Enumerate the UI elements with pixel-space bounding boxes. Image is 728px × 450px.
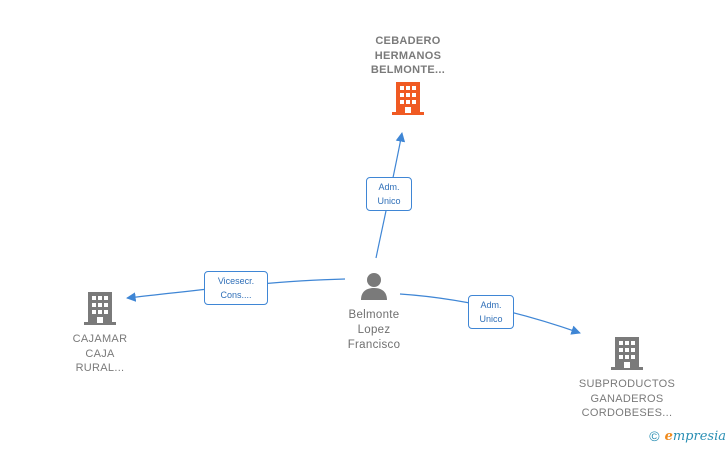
main-company-label-line: BELMONTE... xyxy=(370,64,446,76)
brand-logo[interactable]: empresia xyxy=(665,429,726,444)
role-badge-line: Adm. xyxy=(480,300,502,310)
role-badge-line: Vicesecr. xyxy=(217,276,255,286)
role-badge-line: Unico xyxy=(479,314,503,324)
subproductos-label: SUBPRODUCTOS GANADEROS CORDOBESES... xyxy=(567,377,687,421)
copyright-icon: © xyxy=(649,428,660,444)
subproductos-label-line: CORDOBESES... xyxy=(581,407,673,419)
main-company-label-line: CEBADERO xyxy=(375,35,441,47)
person-icon xyxy=(361,273,387,300)
person-label-line: Lopez xyxy=(357,324,391,336)
subproductos-company-node[interactable]: SUBPRODUCTOS GANADEROS CORDOBESES... xyxy=(567,336,687,421)
building-icon xyxy=(84,292,116,325)
person-label: Belmonte Lopez Francisco xyxy=(330,308,418,353)
role-badge-cajamar[interactable]: Vicesecr. Cons.... xyxy=(204,271,268,305)
main-company-node[interactable]: CEBADERO HERMANOS BELMONTE... xyxy=(348,34,468,120)
role-badge-line: Adm. xyxy=(378,182,400,192)
cajamar-company-node[interactable]: CAJAMAR CAJA RURAL... xyxy=(60,291,140,376)
building-icon xyxy=(392,81,424,115)
brand-name: mpresia xyxy=(672,428,726,444)
cajamar-label: CAJAMAR CAJA RURAL... xyxy=(60,332,140,376)
brand-initial: e xyxy=(664,428,673,444)
subproductos-label-line: GANADEROS xyxy=(590,392,664,405)
role-badge-subproductos[interactable]: Adm. Unico xyxy=(468,295,514,329)
main-company-label: CEBADERO HERMANOS BELMONTE... xyxy=(348,34,468,78)
subproductos-label-line: SUBPRODUCTOS xyxy=(578,378,676,390)
person-label-line: Francisco xyxy=(347,339,401,351)
role-badge-main[interactable]: Adm. Unico xyxy=(366,177,412,211)
cajamar-label-line: CAJA xyxy=(85,347,115,360)
person-label-line: Belmonte xyxy=(348,309,400,321)
person-node[interactable]: Belmonte Lopez Francisco xyxy=(330,271,418,353)
role-badge-line: Unico xyxy=(377,196,401,206)
main-company-label-line: HERMANOS xyxy=(374,49,442,62)
cajamar-label-line: CAJAMAR xyxy=(72,333,128,345)
building-icon xyxy=(611,337,643,370)
role-badge-line: Cons.... xyxy=(220,290,252,300)
cajamar-label-line: RURAL... xyxy=(75,362,125,374)
footer-brand: © empresia xyxy=(649,428,726,444)
